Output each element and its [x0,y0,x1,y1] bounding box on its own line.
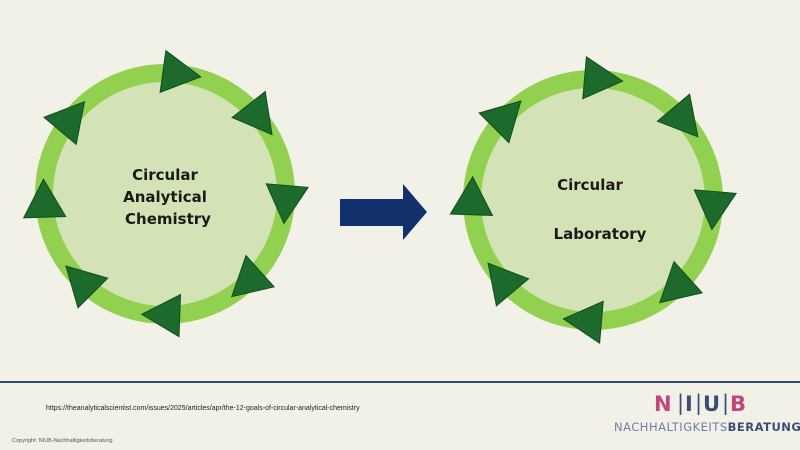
left-circle-line-3: Chemistry [125,210,211,228]
cycle-arrowhead [231,90,273,136]
right-cycle: Circular Laboratory [449,56,737,344]
right-circle-line-2: Laboratory [554,225,647,243]
source-url: https://theanalyticalscientist.com/issue… [46,405,360,412]
circular-diagram: Circular Analytical Chemistry Circular L… [22,49,737,344]
left-circle-line-1: Circular [132,166,198,184]
logo-wordmark: NACHHALTIGKEITSBERATUNG [614,420,800,434]
niub-logo: N | I | U | B NACHHALTIGKEITSBERATUNG [614,391,800,440]
logo-separator: | [722,391,730,415]
right-arrowheads [449,56,737,344]
cycle-arrowhead [265,183,309,225]
cycle-arrowhead [656,93,699,138]
cycle-arrowhead [659,260,704,304]
right-inner-disc [481,88,705,312]
left-inner-disc [53,82,277,306]
right-circle-line-1: Circular [557,176,623,194]
logo-letter-n: N [654,392,672,416]
footer-divider [0,381,800,383]
logo-letter-u: U [703,392,721,416]
logo-letter-i: I [685,392,693,416]
transition-arrow [340,184,427,240]
cycle-arrowhead [140,293,182,338]
cycle-arrowhead [582,56,624,100]
logo-letter-b: B [730,392,747,416]
logo-word-part1: NACHHALTIGKEITS [614,420,728,434]
cycle-arrowhead [43,100,86,146]
cycle-arrowhead [562,300,604,344]
cycle-arrowhead [487,262,530,307]
logo-mark: N | I | U | B [644,391,747,418]
cycle-arrowhead [159,49,202,94]
cycle-arrowhead [693,189,737,231]
logo-separator: | [695,391,703,415]
copyright-notice: Copyright: NIUB-Nachhaltigkeitsberatung [12,438,113,444]
left-circle-line-2: Analytical [123,188,207,206]
cycle-arrowhead [22,178,67,219]
left-arrowheads [22,49,309,338]
cycle-arrowhead [478,100,522,144]
logo-word-part2: BERATUNG [727,420,800,434]
left-cycle: Circular Analytical Chemistry [22,49,309,338]
cycle-arrowhead [449,175,494,217]
logo-separator: | [677,391,685,415]
cycle-arrowhead [65,265,109,309]
cycle-arrowhead [231,254,276,298]
